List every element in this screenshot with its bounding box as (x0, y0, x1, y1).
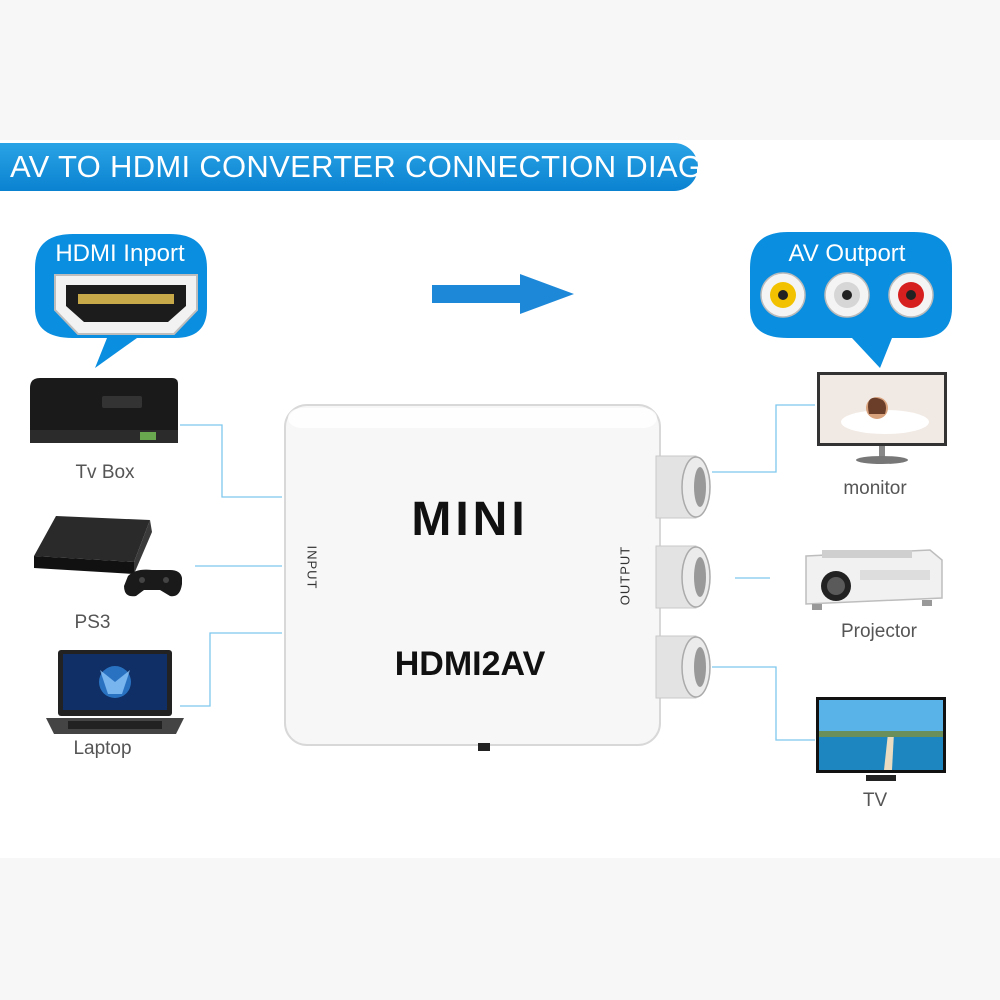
bottom-margin (0, 858, 1000, 1000)
diagram-title: AV TO HDMI CONVERTER CONNECTION DIAGRAM (0, 143, 772, 191)
tv-box-icon (30, 378, 178, 443)
converter-brand: MINI (411, 493, 529, 546)
source-label-laptop: Laptop (73, 738, 132, 759)
line-laptop (180, 632, 282, 707)
tv-icon (816, 697, 946, 781)
line-tvbox (180, 424, 282, 498)
output-port-label: OUTPUT (617, 545, 633, 606)
top-margin (0, 0, 1000, 140)
rca-jacks-icon (760, 272, 934, 318)
laptop-icon (46, 650, 184, 734)
converter-model: HDMI2AV (394, 645, 546, 683)
display-label-projector: Projector (840, 621, 918, 642)
source-label-tv-box: Tv Box (75, 462, 135, 483)
ps3-console-icon (34, 516, 182, 597)
av-outport-label: AV Outport (788, 240, 906, 267)
projector-icon (805, 549, 943, 610)
line-monitor (712, 404, 815, 473)
rca-output-jacks (655, 455, 711, 699)
hdmi-inport-label: HDMI Inport (55, 240, 185, 267)
source-label-ps3: PS3 (74, 612, 111, 633)
hdmi2av-converter (284, 404, 711, 751)
input-port-label: INPUT (304, 545, 320, 590)
line-tv (712, 666, 815, 741)
display-label-monitor: monitor (843, 478, 907, 499)
flow-arrow-icon (432, 274, 574, 314)
hdmi-port-icon (54, 274, 198, 335)
display-label-tv: TV (862, 790, 888, 811)
monitor-icon (817, 372, 947, 464)
